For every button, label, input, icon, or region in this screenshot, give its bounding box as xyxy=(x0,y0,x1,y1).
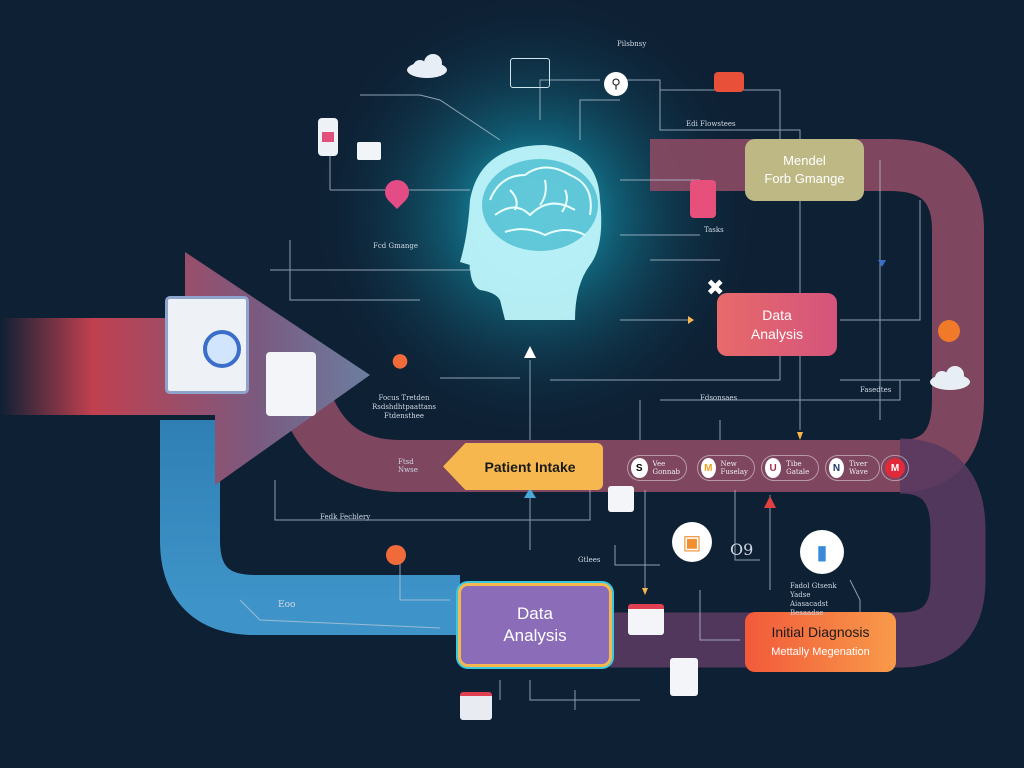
certificate-icon xyxy=(357,142,381,160)
label-gtlees: Gtlees xyxy=(578,556,601,564)
label-diag-caption: Fadol Gtsenk Yadse Aiasacadst Besaadse xyxy=(790,582,837,617)
mental-node-line1: Mendel xyxy=(783,153,826,168)
data-analysis-top-node[interactable]: Data Analysis xyxy=(717,293,837,356)
mental-node[interactable]: Mendel Forb Gmange xyxy=(745,139,864,201)
label-left-icon: Eoo xyxy=(278,600,296,610)
profile-card-icon xyxy=(690,180,716,218)
video-icon xyxy=(714,72,744,92)
chip-icon: M xyxy=(701,458,716,478)
chart-circle-icon: ▮ xyxy=(800,530,844,574)
cube-icon: ▣ xyxy=(672,522,712,562)
blue-flow-band xyxy=(160,420,460,635)
lower-flow-band xyxy=(610,438,986,668)
mental-node-line2: Forb Gmange xyxy=(764,171,845,186)
initial-diagnosis-line1: Initial Diagnosis xyxy=(771,624,870,640)
chip-text: New Fuselay xyxy=(720,460,748,476)
chip-text: Tibe Gatale xyxy=(786,460,810,476)
label-person-caption: Focus Tretden Rsdshdhtpaattans Ftdensthe… xyxy=(372,394,436,420)
label-fed-change: Fcd Gmange xyxy=(373,242,419,250)
chip-icon: N xyxy=(829,458,844,478)
chip-text: Tiver Wave xyxy=(849,460,868,476)
cloud-icon-right xyxy=(930,366,970,390)
browser-window-icon xyxy=(628,604,664,635)
chart-card-icon xyxy=(608,486,634,512)
label-mid: Fdsonsaes xyxy=(700,394,738,402)
data-analysis-bottom-node[interactable]: Data Analysis xyxy=(458,583,612,667)
chip-4[interactable]: N Tiver Wave xyxy=(825,455,880,481)
initial-diagnosis-node[interactable]: Initial Diagnosis Mettally Megenation xyxy=(745,612,896,672)
magnifier-icon xyxy=(203,330,241,368)
tool-icon: ✖ xyxy=(706,275,725,300)
label-fedk: Fedk Fecblery xyxy=(320,513,371,521)
flow-arrowheads xyxy=(642,260,886,595)
connector-lines xyxy=(239,79,921,710)
monitor-icon xyxy=(510,58,550,88)
report-chart-icon xyxy=(266,352,316,416)
chip-icon: M xyxy=(885,458,905,478)
document-icon xyxy=(670,658,698,696)
label-intake-side: Ftsd Nwse xyxy=(398,458,418,474)
data-analysis-top-line1: Data xyxy=(762,306,792,323)
chip-icon: S xyxy=(631,458,648,478)
label-edit-flow: Edi Flowstees xyxy=(686,120,736,128)
data-analysis-bottom-line1: Data xyxy=(517,604,553,623)
label-tasks: Tasks xyxy=(704,226,724,234)
user-avatar-icon: ● xyxy=(389,340,411,379)
up-arrow xyxy=(524,346,536,358)
chip-icon: U xyxy=(765,458,782,478)
label-top: Pilsbnsy xyxy=(617,40,647,48)
search-icon: ⚲ xyxy=(604,72,628,96)
lock-icon xyxy=(938,320,960,342)
chip-text: Vee Gonnab xyxy=(652,460,681,476)
patient-intake-node[interactable]: Patient Intake xyxy=(443,443,603,490)
label-os: O9 xyxy=(730,540,754,559)
data-analysis-bottom-line2: Analysis xyxy=(503,626,567,645)
label-right: Fasedtes xyxy=(860,386,892,394)
folder-icon xyxy=(460,692,492,720)
data-analysis-top-line2: Analysis xyxy=(750,325,804,342)
phone-icon xyxy=(318,118,338,156)
patient-intake-label: Patient Intake xyxy=(484,458,576,475)
brain-head-icon xyxy=(460,145,602,320)
map-pin-icon xyxy=(386,545,406,565)
initial-diagnosis-line2: Mettally Megenation xyxy=(771,646,870,658)
cloud-icon xyxy=(407,54,447,78)
chip-5[interactable]: M xyxy=(881,455,909,481)
